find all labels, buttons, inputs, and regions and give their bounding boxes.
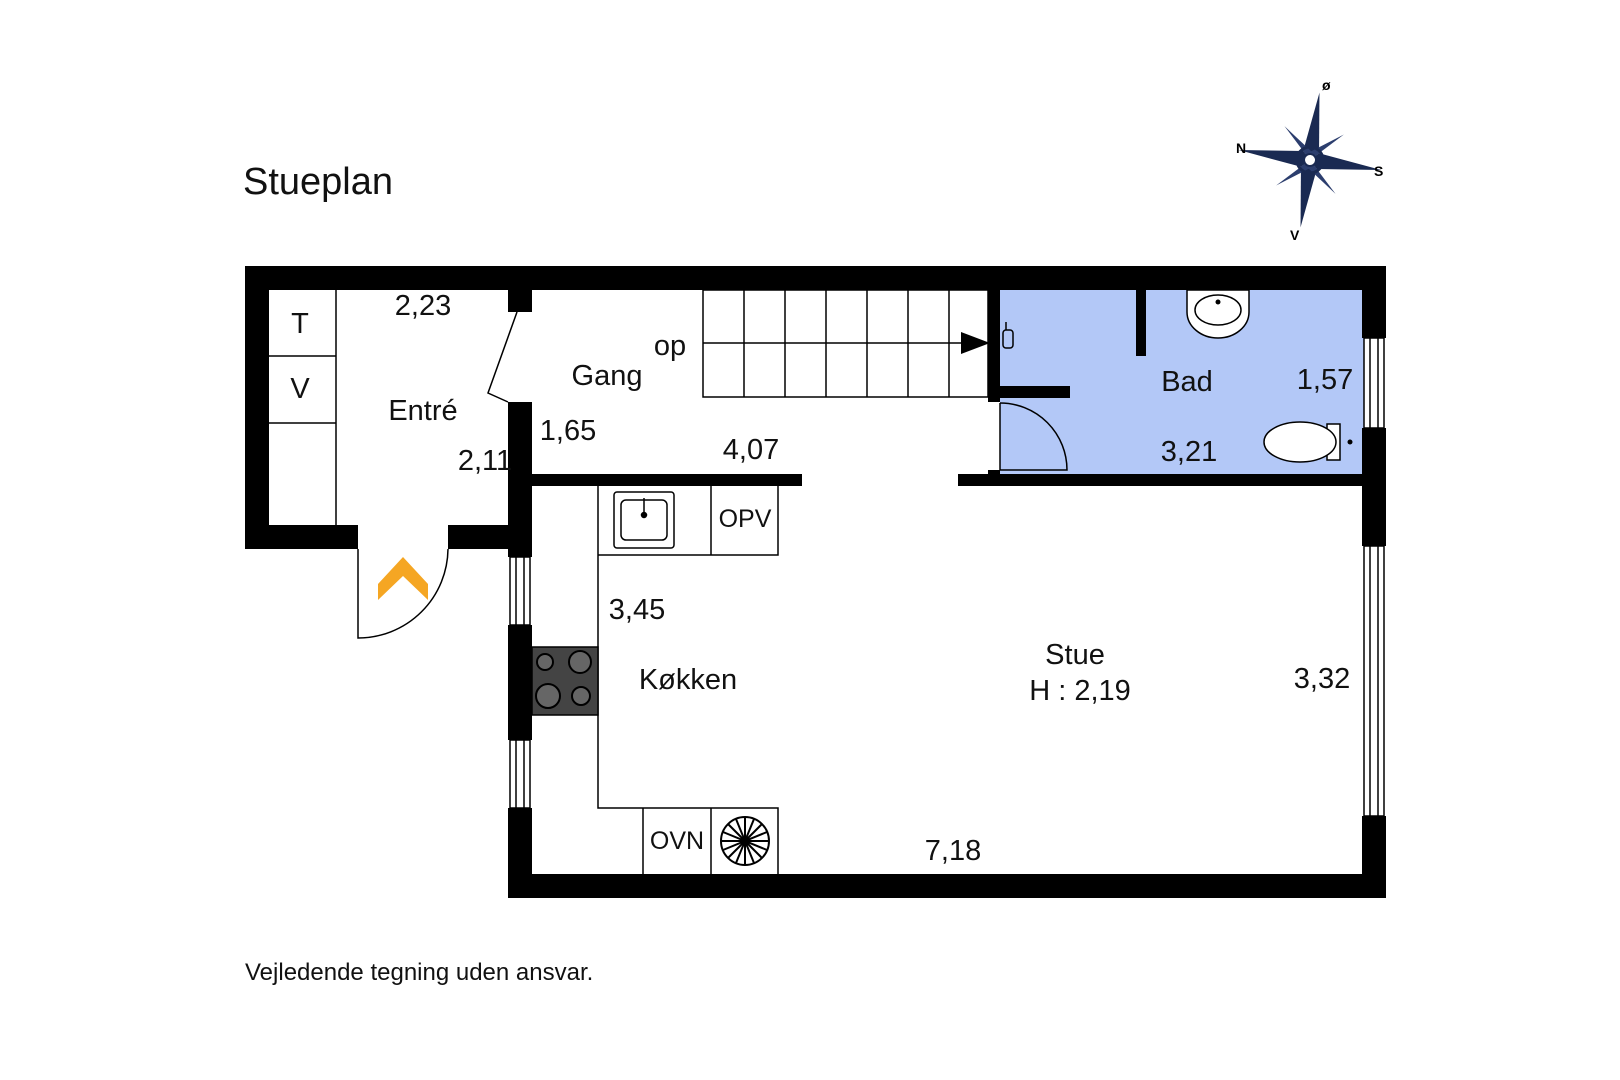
stair-up-label: op [653,330,687,362]
stue-height-label: H : 2,19 [1029,675,1131,707]
window-icon [509,739,531,809]
wall-bath-partition [1136,290,1146,356]
door-swing-icon [357,548,449,639]
kitchen-room-name: Køkken [638,664,738,696]
gang-room-name: Gang [571,360,643,392]
stair-arrow-icon [961,332,990,354]
wall-bottom [508,874,1386,898]
wall-bath-stue [958,474,1386,486]
oven-label: OVN [649,827,705,855]
entre-cabinets [269,290,337,525]
entre-width-dim: 2,23 [394,290,452,322]
entry-arrow-icon [378,557,428,600]
bad-depth-dim: 1,57 [1296,364,1354,396]
bad-room-name: Bad [1161,366,1213,398]
bathroom-sink-icon [1186,289,1250,339]
window-icon [1363,337,1385,429]
window-icon [1363,545,1385,817]
compass-east-label: ø [1322,77,1331,93]
kitchen-dim: 3,45 [608,594,666,626]
door-swing-icon [999,402,1068,471]
entre-depth-dim: 2,11 [457,445,513,477]
stue-width-dim: 7,18 [924,835,982,867]
dishwasher-label: OPV [718,505,772,533]
cabinet-v-label: V [290,373,310,405]
entry-door [357,548,449,639]
entre-room-name: Entré [388,395,458,427]
wall-left-entre [245,266,269,549]
disclaimer-note: Vejledende tegning uden ansvar. [245,959,594,986]
gang-depth-dim: 1,65 [539,415,597,447]
plan-title: Stueplan [243,161,394,203]
compass-north-label: N [1236,140,1246,156]
door-swing-icon [487,311,518,403]
wall-gang-left [508,402,532,557]
wall-bath-stub [988,386,1070,398]
window-icon [509,556,531,626]
gang-width-dim: 4,07 [722,434,780,466]
windows [509,337,1385,817]
walls [245,266,1386,898]
stove-icon [531,646,599,716]
wall-top [245,266,1386,290]
cabinet-t-label: T [291,308,309,340]
wall-right-top [1362,266,1386,338]
staircase [702,289,989,398]
stue-depth-dim: 3,32 [1293,663,1351,695]
toilet-icon [1263,421,1353,463]
compass-west-label: V [1290,227,1300,243]
wall-entre-bottom-left [245,525,358,549]
bad-width-dim: 3,21 [1160,436,1218,468]
kitchen-sink-icon [613,491,675,549]
wall-right-mid [1362,428,1386,546]
wall-bath-left-bottom [988,470,1000,486]
compass-rose-icon [1238,92,1382,228]
wall-gang-left-top [508,290,532,312]
wall-kitchen-left-mid [508,625,532,740]
stue-room-name: Stue [1045,639,1105,671]
fan-icon [720,816,770,866]
wall-bath-left [988,290,1000,402]
compass-south-label: S [1374,163,1383,179]
wall-gang-kitchen [532,474,802,486]
wall-right-bottom [1362,816,1386,898]
faucet-icon [1002,322,1014,349]
